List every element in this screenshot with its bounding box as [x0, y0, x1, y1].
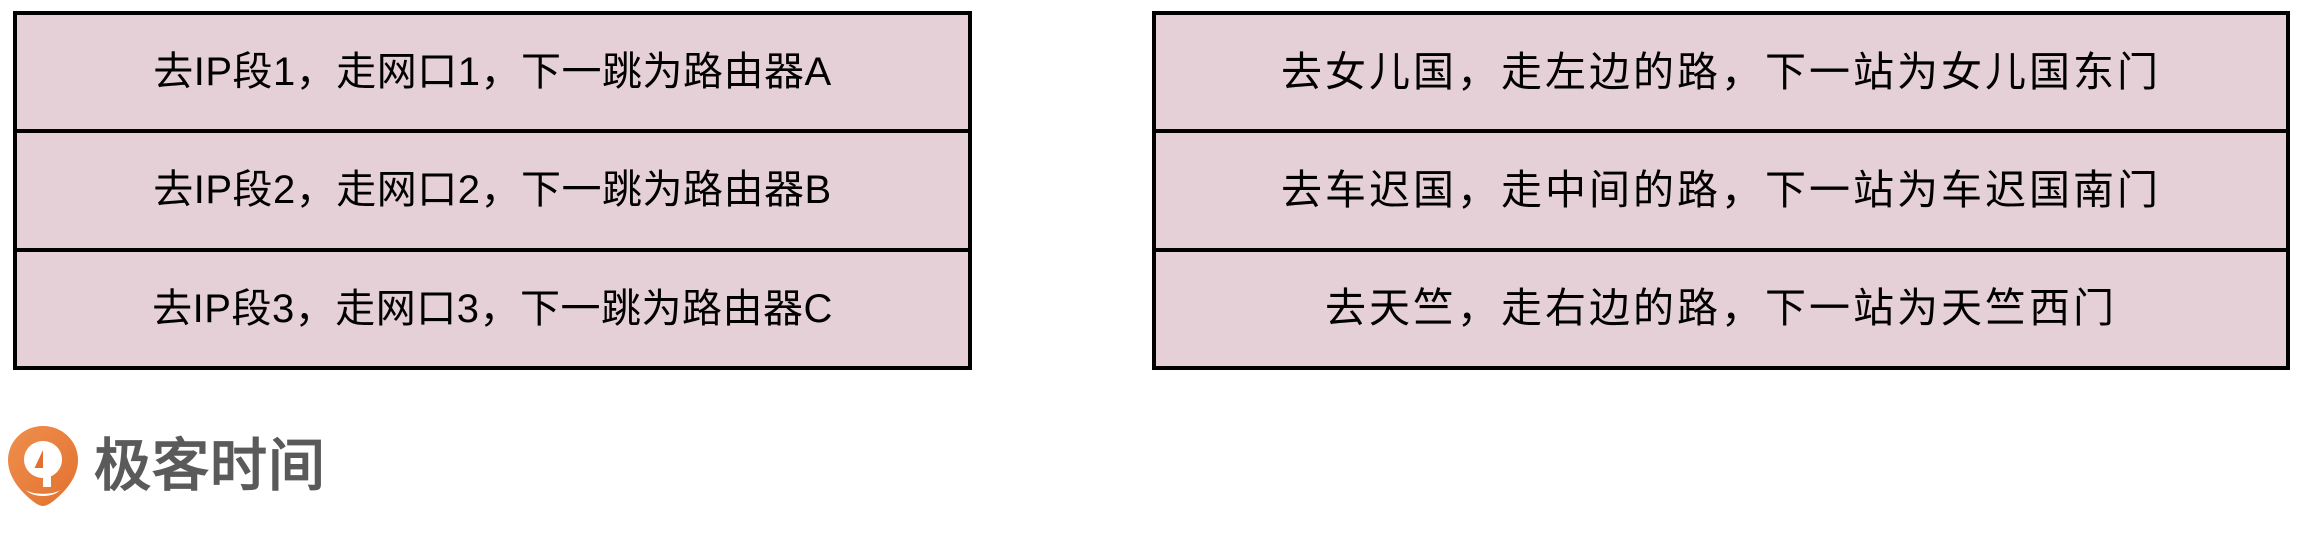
table-cell-text: 去女儿国，走左边的路，下一站为女儿国东门 [1281, 48, 2161, 95]
brand-name: 极客时间 [94, 433, 326, 498]
table-cell-text: 去IP段1，走网口1，下一跳为路由器A [153, 50, 832, 95]
table-cell-text: 去IP段3，走网口3，下一跳为路由器C [152, 286, 833, 331]
table-cell-text: 去车迟国，走中间的路，下一站为车迟国南门 [1281, 166, 2161, 213]
routing-table-network: 去IP段1，走网口1，下一跳为路由器A 去IP段2，走网口2，下一跳为路由器B … [13, 11, 972, 370]
geektime-pin-icon [6, 424, 80, 508]
table-row: 去女儿国，走左边的路，下一站为女儿国东门 [1156, 15, 2286, 134]
table-row: 去IP段1，走网口1，下一跳为路由器A [17, 15, 968, 134]
table-row: 去IP段3，走网口3，下一跳为路由器C [17, 251, 968, 366]
routing-table-journey: 去女儿国，走左边的路，下一站为女儿国东门 去车迟国，走中间的路，下一站为车迟国南… [1152, 11, 2290, 370]
table-row: 去天竺，走右边的路，下一站为天竺西门 [1156, 251, 2286, 366]
table-row: 去车迟国，走中间的路，下一站为车迟国南门 [1156, 133, 2286, 252]
table-cell-text: 去天竺，走右边的路，下一站为天竺西门 [1325, 285, 2117, 332]
brand-logo: 极客时间 [6, 424, 326, 508]
table-cell-text: 去IP段2，走网口2，下一跳为路由器B [153, 168, 832, 213]
table-row: 去IP段2，走网口2，下一跳为路由器B [17, 133, 968, 252]
